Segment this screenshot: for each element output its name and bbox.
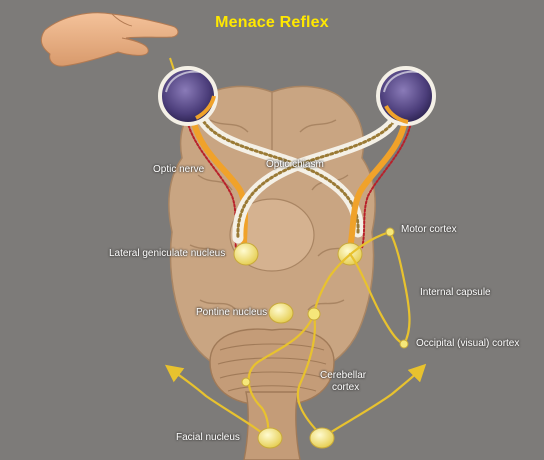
motor-pathways xyxy=(164,230,427,440)
optic-pathway-right xyxy=(232,102,413,251)
facial-nucleus-right xyxy=(309,427,335,449)
label-optic-chiasm: Optic chiasm xyxy=(266,159,324,170)
left-eye xyxy=(158,66,218,126)
pathway-nodes xyxy=(241,227,409,387)
hand-illustration xyxy=(40,12,179,67)
label-cerebellar-cortex-2: cortex xyxy=(332,382,360,393)
label-lateral-geniculate-nucleus: Lateral geniculate nucleus xyxy=(109,248,226,259)
label-cerebellar-cortex-1: Cerebellar xyxy=(320,370,367,381)
label-pontine-nucleus: Pontine nucleus xyxy=(196,307,268,318)
optic-pathway-left xyxy=(185,102,364,249)
label-optic-nerve: Optic nerve xyxy=(153,164,205,175)
diagram-title: Menace Reflex xyxy=(215,14,329,31)
cerebellum xyxy=(209,328,335,406)
lgn-left xyxy=(233,242,259,266)
right-eye xyxy=(376,66,436,126)
facial-nucleus-left xyxy=(257,427,283,449)
cerebellum-folia xyxy=(217,343,327,392)
label-facial-nucleus: Facial nucleus xyxy=(176,432,240,443)
pontine-nucleus-shape xyxy=(268,302,294,324)
brainstem xyxy=(243,391,301,460)
label-internal-capsule: Internal capsule xyxy=(420,287,491,298)
label-motor-cortex: Motor cortex xyxy=(401,224,457,235)
label-occipital-cortex: Occipital (visual) cortex xyxy=(416,338,520,349)
